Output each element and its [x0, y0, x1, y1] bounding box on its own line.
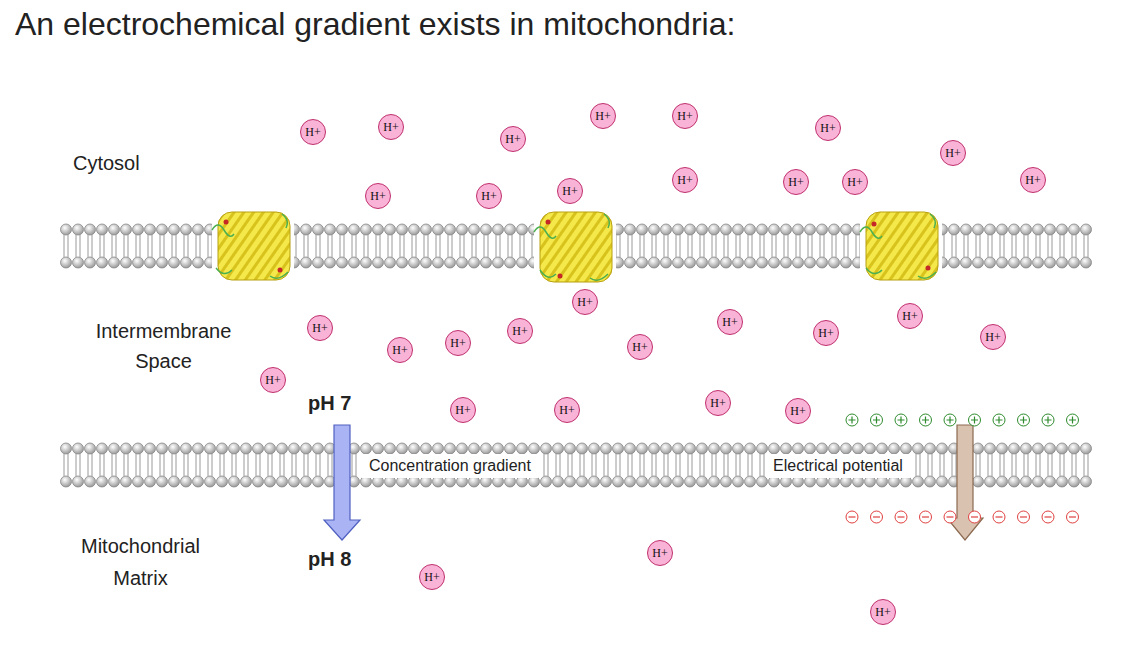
node-text: H+	[788, 176, 803, 188]
plus-charge	[846, 414, 858, 426]
node-text: H+	[632, 341, 647, 353]
node-text: H+	[677, 110, 692, 122]
proton-circle: H+	[870, 599, 896, 625]
proton-circle: H+	[507, 318, 533, 344]
node-text: H+	[481, 190, 496, 202]
plus-charge	[944, 414, 956, 426]
node-text: H+	[392, 344, 407, 356]
minus-charge	[920, 511, 932, 523]
node-text: H+	[595, 110, 610, 122]
plus-charge	[920, 414, 932, 426]
proton-circle: H+	[450, 397, 476, 423]
node-text: H+	[985, 331, 1000, 343]
proton-circle: H+	[672, 103, 698, 129]
node-text: H+	[505, 133, 520, 145]
node-text: H+	[1025, 174, 1040, 186]
proton-circle: H+	[705, 390, 731, 416]
node-text: H+	[370, 190, 385, 202]
node-text: H+	[512, 325, 527, 337]
node-text: H+	[710, 397, 725, 409]
proton-circle: H+	[572, 289, 598, 315]
proton-circle: H+	[815, 115, 841, 141]
proton-circle: H+	[260, 367, 286, 393]
node-text: H+	[875, 606, 890, 618]
node-text: H+	[902, 310, 917, 322]
proton-circle: H+	[445, 330, 471, 356]
proton-circle: H+	[378, 114, 404, 140]
node-text: Concentration gradient	[369, 457, 531, 474]
node-text: H+	[945, 147, 960, 159]
minus-charge	[993, 511, 1005, 523]
node-text: H+	[722, 316, 737, 328]
proton-circle: H+	[897, 303, 923, 329]
gradient-arrow	[324, 425, 360, 540]
proton-circle: H+	[647, 540, 673, 566]
proton-circle: H+	[590, 103, 616, 129]
porin-channel	[534, 212, 616, 282]
proton-circle: H+	[980, 324, 1006, 350]
region-label: Intermembrane Space	[86, 316, 241, 376]
node-text: H+	[424, 571, 439, 583]
proton-circle: H+	[783, 169, 809, 195]
ph-label: pH 7	[308, 392, 351, 415]
node-text: H+	[562, 185, 577, 197]
node-text: H+	[559, 404, 574, 416]
minus-charge	[846, 511, 858, 523]
node-text: H+	[450, 337, 465, 349]
node-text: H+	[847, 176, 862, 188]
node-text: H+	[265, 374, 280, 386]
node-text: Electrical potential	[773, 457, 903, 474]
node-text: H+	[383, 121, 398, 133]
gradient-label-box: Electrical potential	[766, 454, 910, 478]
plus-charge	[969, 414, 981, 426]
proton-circle: H+	[500, 126, 526, 152]
porin-channel	[860, 212, 942, 280]
proton-circle: H+	[300, 119, 326, 145]
proton-circle: H+	[1020, 167, 1046, 193]
minus-charge	[871, 511, 883, 523]
proton-circle: H+	[419, 564, 445, 590]
minus-charge	[1042, 511, 1054, 523]
node-text: H+	[652, 547, 667, 559]
proton-circle: H+	[387, 337, 413, 363]
node-text: H+	[455, 404, 470, 416]
gradient-label-box: Concentration gradient	[362, 454, 538, 478]
node-text: H+	[677, 174, 692, 186]
proton-circle: H+	[813, 320, 839, 346]
node-text: H+	[577, 296, 592, 308]
proton-circle: H+	[554, 397, 580, 423]
inner-membrane	[60, 442, 1092, 488]
node-text: H+	[790, 405, 805, 417]
region-label: Mitochondrial Matrix	[58, 530, 223, 594]
proton-circle: H+	[365, 183, 391, 209]
plus-charge	[1067, 414, 1079, 426]
plus-charge	[895, 414, 907, 426]
proton-circle: H+	[785, 398, 811, 424]
proton-circle: H+	[476, 183, 502, 209]
node-text: H+	[312, 322, 327, 334]
node-text: H+	[818, 327, 833, 339]
porin-channel	[212, 212, 294, 280]
plus-charge	[1018, 414, 1030, 426]
minus-charge	[1018, 511, 1030, 523]
plus-charge	[871, 414, 883, 426]
proton-circle: H+	[672, 167, 698, 193]
proton-circle: H+	[940, 140, 966, 166]
proton-circle: H+	[842, 169, 868, 195]
proton-circle: H+	[627, 334, 653, 360]
minus-charge	[895, 511, 907, 523]
proton-circle: H+	[557, 178, 583, 204]
minus-charge	[944, 511, 956, 523]
title: An electrochemical gradient exists in mi…	[15, 6, 735, 43]
minus-charge	[1067, 511, 1079, 523]
ph-label: pH 8	[308, 548, 351, 571]
proton-circle: H+	[307, 315, 333, 341]
proton-circle: H+	[717, 309, 743, 335]
node-text: H+	[305, 126, 320, 138]
minus-charge	[969, 511, 981, 523]
plus-charge	[1042, 414, 1054, 426]
node-text: H+	[820, 122, 835, 134]
plus-charge	[993, 414, 1005, 426]
region-label: Cytosol	[73, 152, 140, 175]
